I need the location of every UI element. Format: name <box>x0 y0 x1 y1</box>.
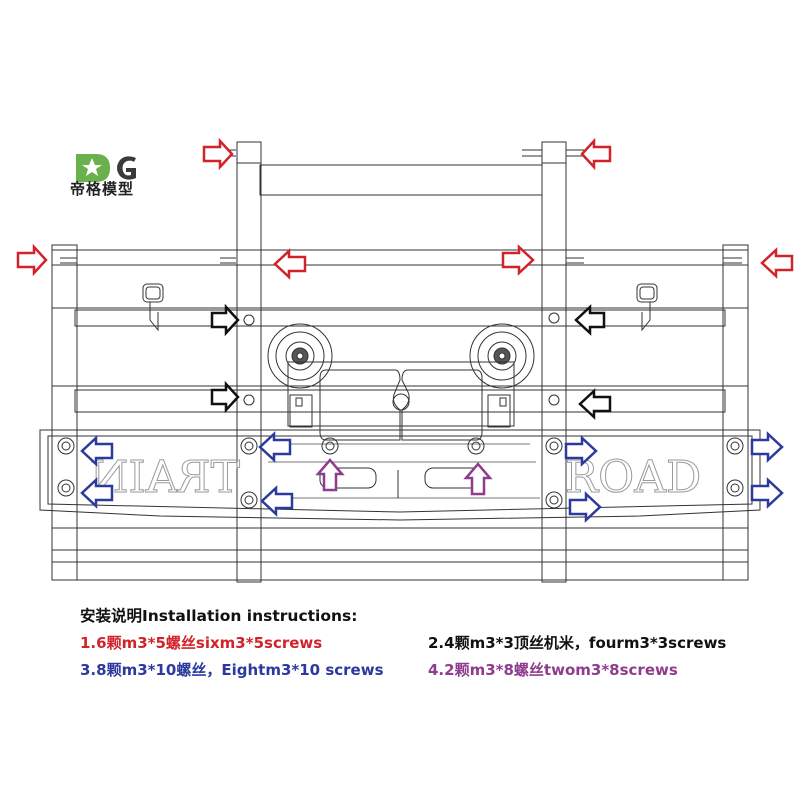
logo-mark <box>76 154 136 182</box>
purple-arrow <box>463 462 493 496</box>
upper-frame-bar <box>51 249 749 309</box>
instruction-item-4: 4.2颗m3*8螺丝twom3*8screws <box>428 661 678 679</box>
hole-right-upper <box>548 312 560 324</box>
center-bracket <box>287 361 515 441</box>
blue-arrow <box>750 431 784 463</box>
left-roller <box>267 323 333 389</box>
red-arrows <box>16 137 794 280</box>
right-outer-post <box>722 244 749 581</box>
purple-arrows <box>315 458 493 496</box>
middle-rail <box>74 389 726 413</box>
instruction-item-1: 1.6颗m3*5螺丝sixm3*5screws <box>80 634 323 652</box>
blue-arrow <box>260 485 294 517</box>
blue-arrow <box>568 491 602 523</box>
right-roller <box>469 323 535 389</box>
red-arrow <box>580 137 612 171</box>
logo-star-icon <box>82 158 102 176</box>
left-light <box>142 283 164 332</box>
hole-left-upper <box>243 314 255 326</box>
purple-arrow <box>315 458 345 492</box>
plate-screw-holes <box>57 437 744 509</box>
hole-right-lower <box>548 394 560 406</box>
red-arrow <box>202 137 234 171</box>
black-arrow <box>210 380 240 414</box>
logo-dark-g-icon <box>117 156 136 180</box>
plate-text-left: TRAIN <box>90 452 240 503</box>
blue-arrow <box>80 477 114 509</box>
bottom-rail <box>51 561 749 581</box>
red-arrow <box>501 244 535 276</box>
bumper-drawing: TRAIN ROAD <box>16 137 794 583</box>
hole-left-lower <box>243 394 255 406</box>
red-arrow <box>760 247 794 279</box>
upper-rail <box>74 309 726 327</box>
left-outer-post <box>51 244 78 581</box>
black-arrow <box>574 304 606 336</box>
left-inner-post <box>236 141 262 583</box>
blue-arrow <box>80 435 114 467</box>
blue-arrow <box>750 477 784 509</box>
red-arrow <box>273 248 307 280</box>
logo-text: 帝格模型 <box>70 180 135 198</box>
black-arrows <box>210 303 612 420</box>
red-arrow <box>16 243 48 277</box>
top-crossbar <box>259 164 543 196</box>
blue-arrow <box>564 435 598 467</box>
blue-arrows <box>80 431 784 523</box>
instructions-title: 安装说明Installation instructions: <box>80 607 358 625</box>
black-arrow <box>578 388 612 420</box>
right-inner-post <box>541 141 567 583</box>
instruction-item-2: 2.4颗m3*3顶丝机米，fourm3*3screws <box>428 634 727 652</box>
blue-arrow <box>258 431 292 463</box>
instruction-item-3: 3.8颗m3*10螺丝，Eightm3*10 screws <box>80 661 384 679</box>
right-light <box>636 283 658 332</box>
lower-rail <box>51 527 749 551</box>
black-arrow <box>210 303 240 337</box>
